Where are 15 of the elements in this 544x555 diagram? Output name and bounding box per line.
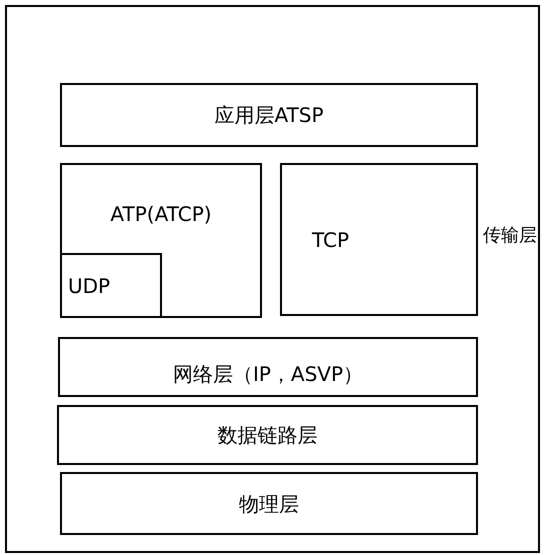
layer-box (280, 163, 478, 316)
layer-label: 应用层ATSP (214, 102, 324, 129)
layer-box (58, 337, 478, 397)
layer-label: 网络层（IP，ASVP） (172, 361, 364, 388)
layer-label: 传输层 (483, 224, 537, 248)
layer-box (60, 253, 162, 318)
layer-label: 物理层 (239, 490, 299, 518)
layer-box (60, 83, 478, 147)
layer-label: ATP(ATCP) (110, 201, 212, 228)
layer-box (60, 163, 262, 318)
layer-label: 数据链路层 (218, 422, 318, 449)
layer-box (57, 405, 478, 465)
layer-label: TCP (312, 226, 350, 254)
layer-box (60, 472, 478, 535)
layer-label: UDP (68, 272, 110, 300)
